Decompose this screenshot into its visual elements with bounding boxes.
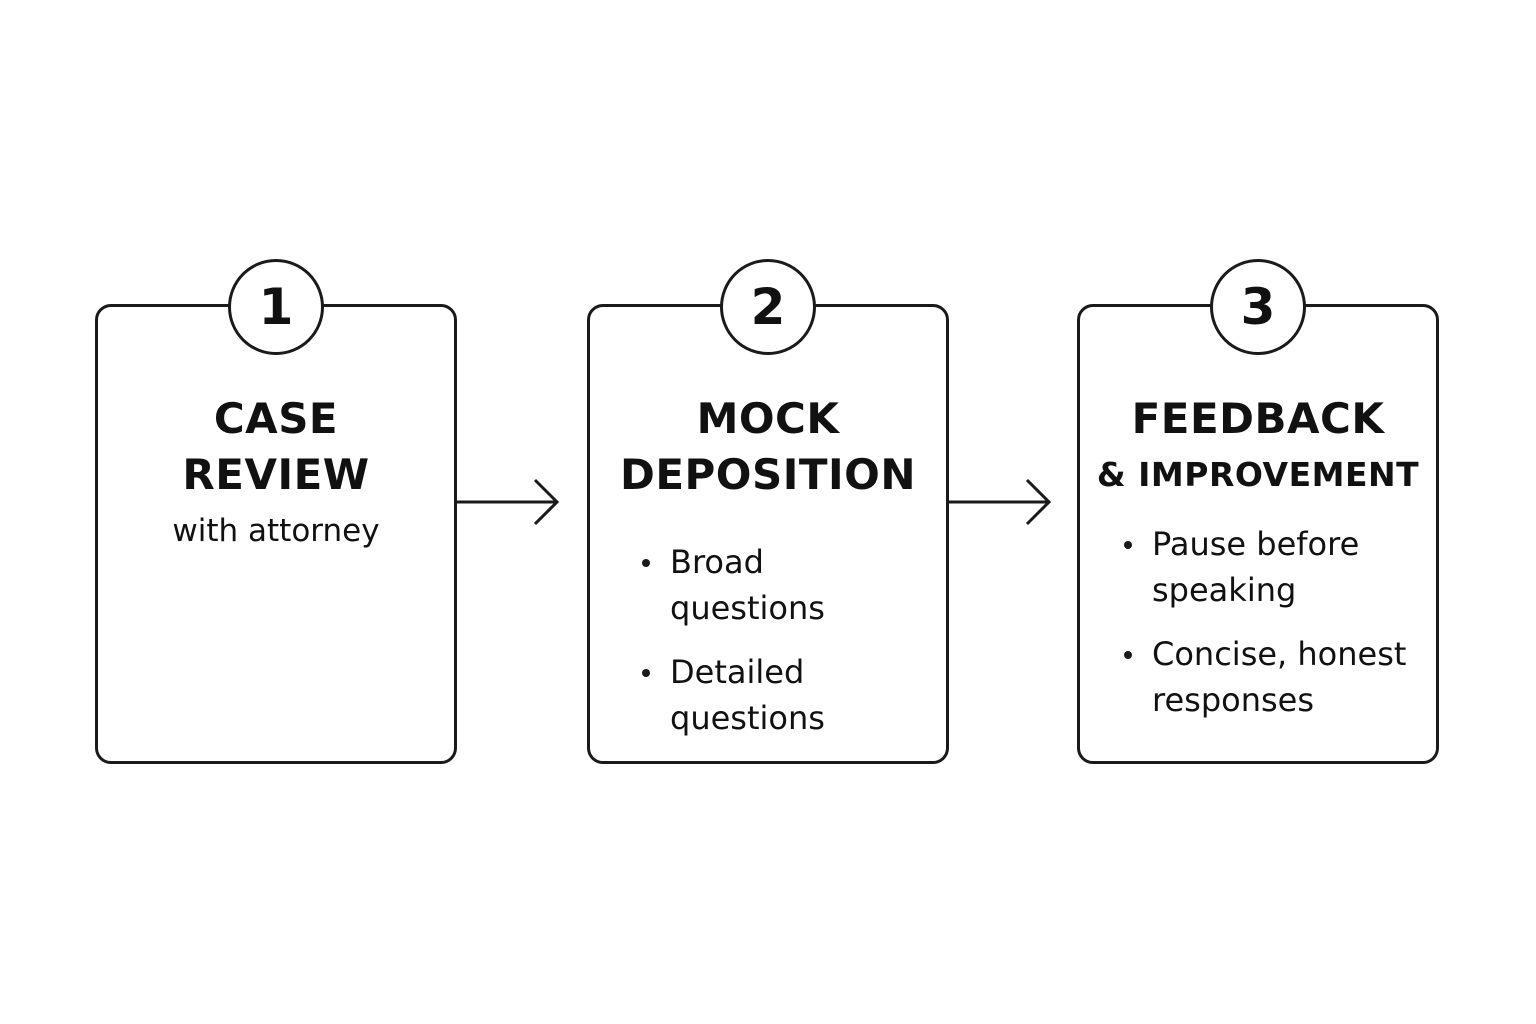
step-card-feedback-improvement: 3 FEEDBACK & IMPROVEMENT Pause before sp…: [1077, 259, 1439, 764]
arrow-right-icon: [949, 478, 1052, 526]
step-title-line: CASE: [213, 394, 339, 443]
bullet-text: speaking: [1152, 571, 1297, 609]
bullet-text: responses: [1152, 681, 1315, 719]
arrow-right-icon: [457, 478, 560, 526]
step-card-mock-deposition: 2 MOCK DEPOSITION Broad questions Detail…: [587, 259, 949, 764]
list-item: Detailed questions: [590, 649, 946, 741]
step-title: MOCK DEPOSITION: [590, 391, 946, 503]
step-title: FEEDBACK & IMPROVEMENT: [1080, 391, 1436, 503]
step-card-case-review: 1 CASE REVIEW with attorney: [95, 259, 457, 764]
bullet-text: questions: [670, 699, 825, 737]
list-item: Pause before speaking: [1080, 521, 1436, 613]
step-title-line: FEEDBACK: [1131, 394, 1385, 443]
bullet-dot-icon: [1124, 541, 1132, 549]
bullet-text: Pause before: [1152, 525, 1360, 563]
bullet-dot-icon: [642, 669, 650, 677]
bullet-text: questions: [670, 589, 825, 627]
bullet-text: Broad: [670, 543, 764, 581]
list-item: Broad questions: [590, 539, 946, 631]
step-title-line: MOCK: [696, 394, 840, 443]
step-title-line: DEPOSITION: [619, 450, 917, 499]
bullet-dot-icon: [642, 559, 650, 567]
step-title-line: & IMPROVEMENT: [1096, 455, 1420, 494]
step-title: CASE REVIEW: [98, 391, 454, 503]
step-title-line: REVIEW: [182, 450, 370, 499]
step-subtitle: with attorney: [172, 513, 380, 549]
list-item: Concise, honest responses: [1080, 631, 1436, 723]
bullet-text: Detailed: [670, 653, 805, 691]
step-number-badge: 3: [1210, 259, 1306, 355]
step-number-badge: 1: [228, 259, 324, 355]
step-bullet-list: Broad questions Detailed questions: [590, 539, 946, 759]
step-number-badge: 2: [720, 259, 816, 355]
step-bullet-list: Pause before speaking Concise, honest re…: [1080, 521, 1436, 741]
bullet-text: Concise, honest: [1152, 635, 1407, 673]
bullet-dot-icon: [1124, 651, 1132, 659]
